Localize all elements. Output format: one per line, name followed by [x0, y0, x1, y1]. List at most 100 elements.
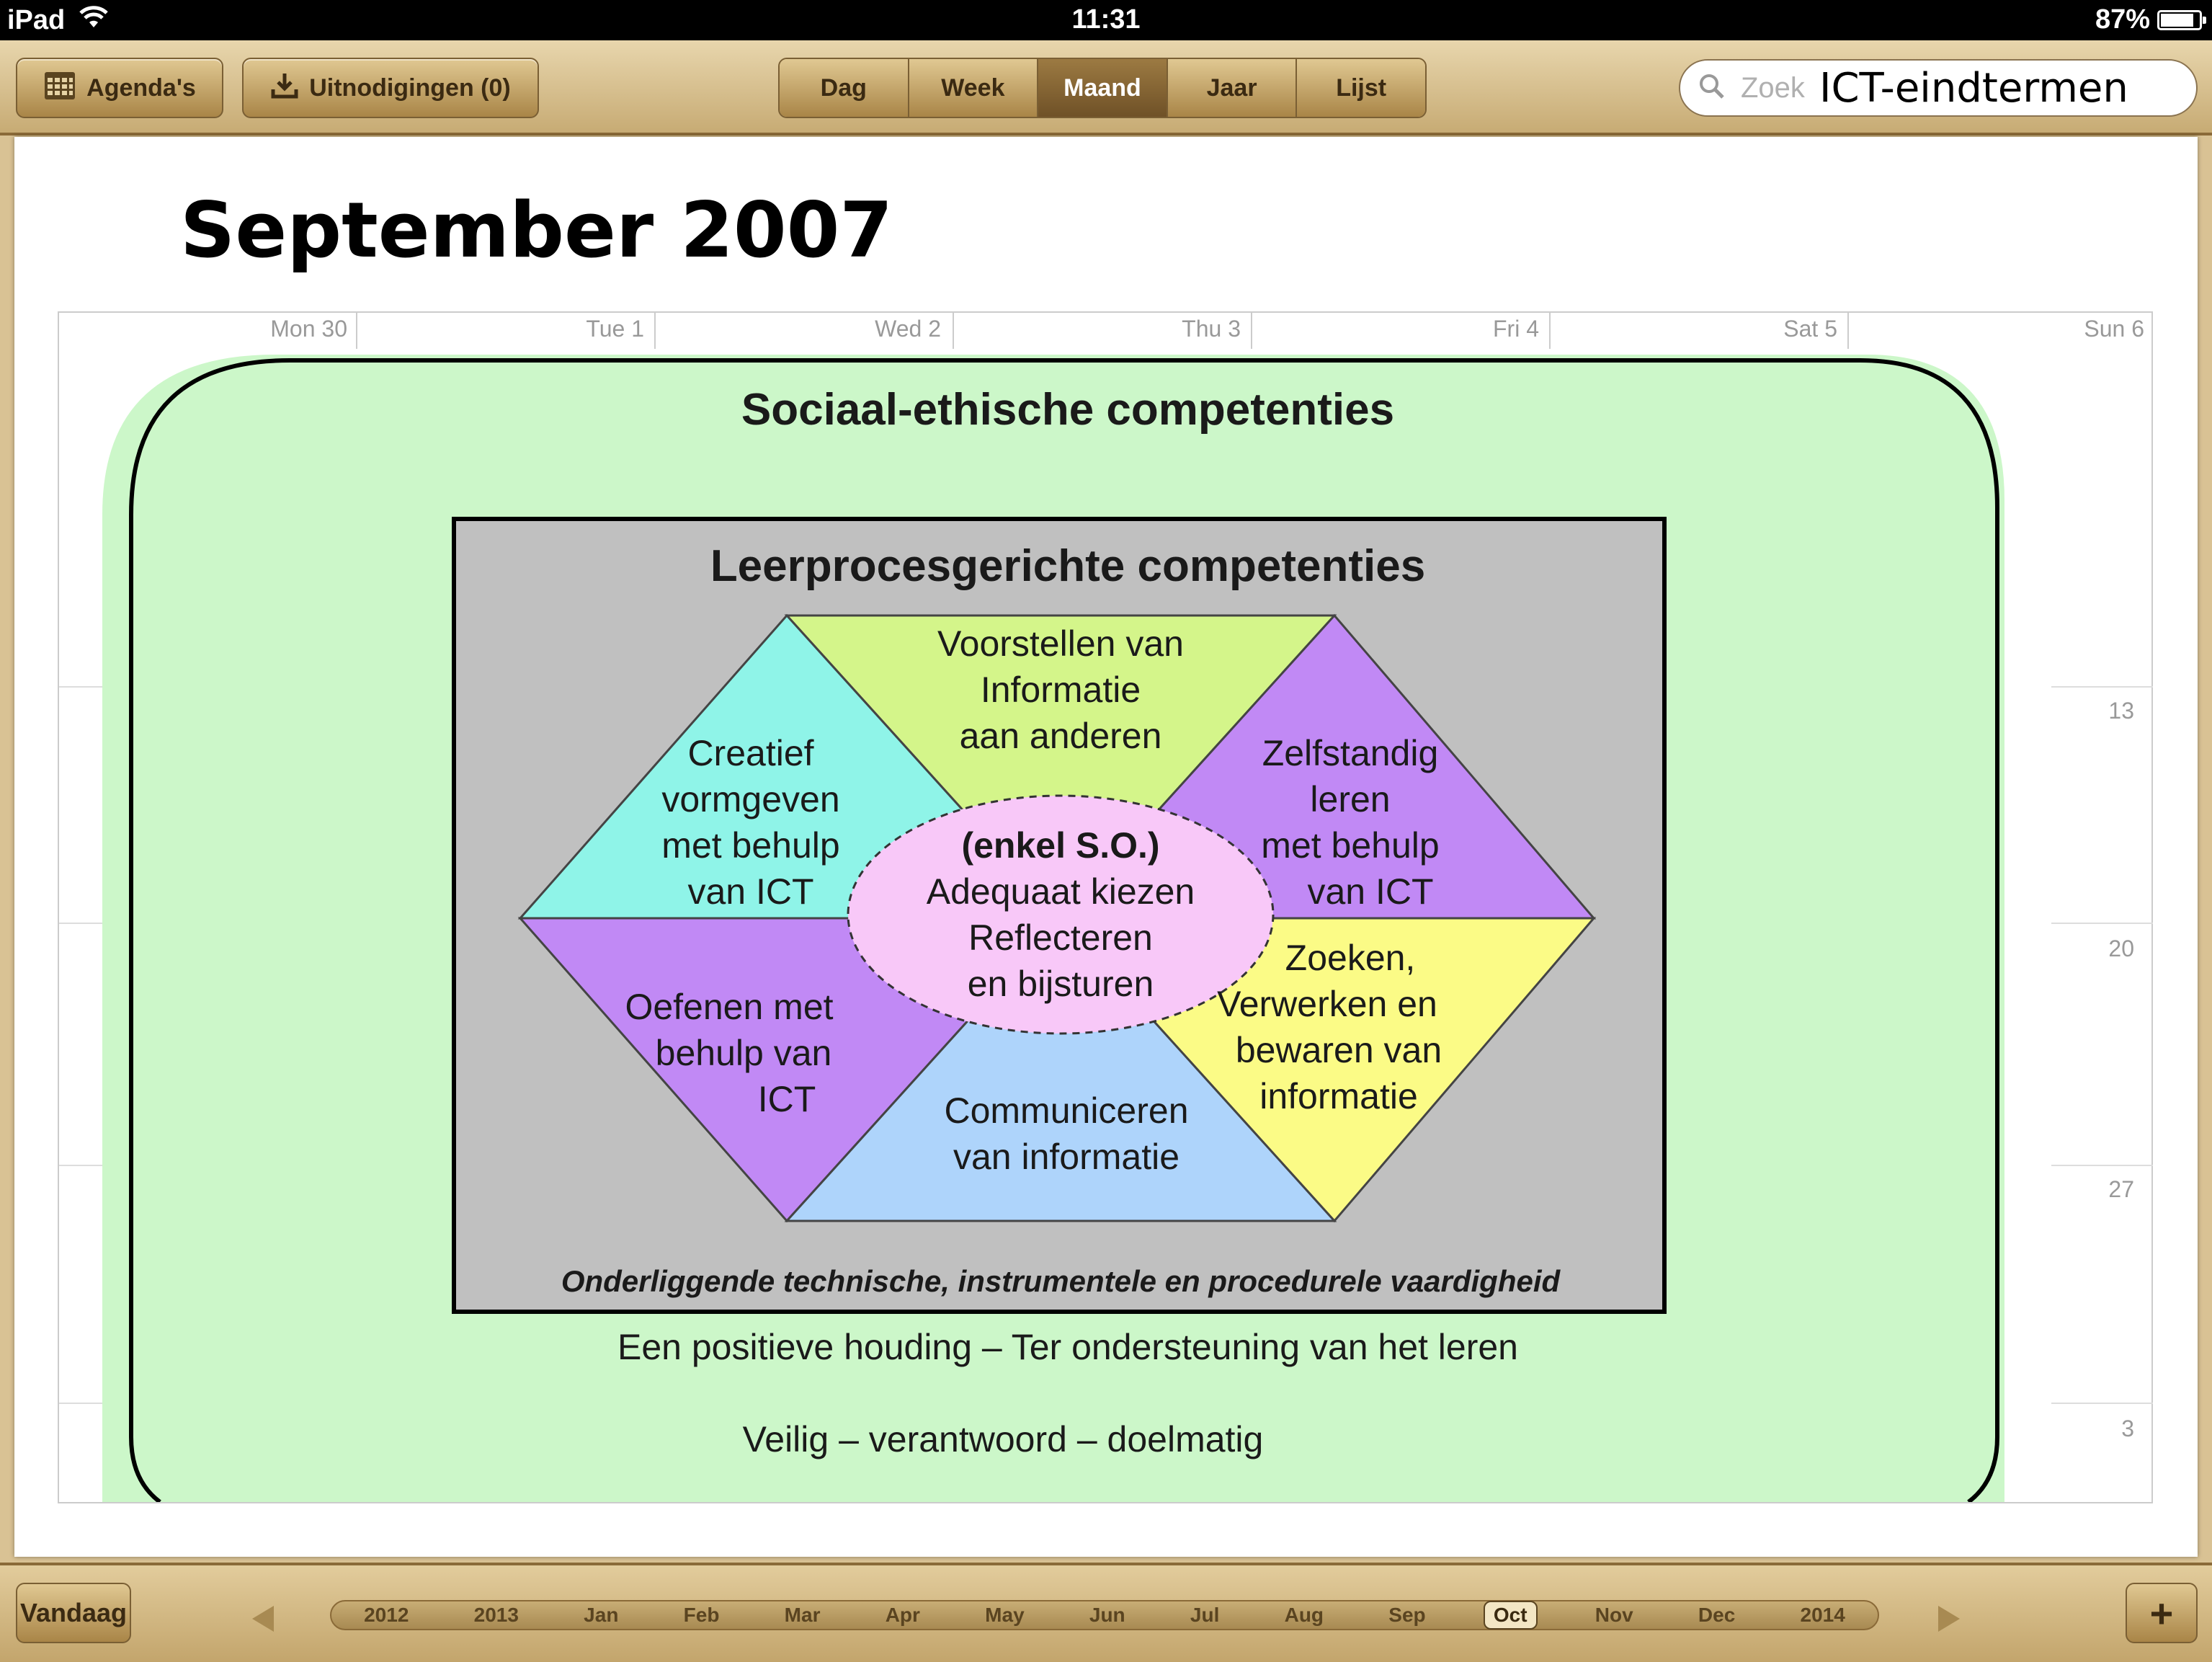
grid-divider — [2009, 1165, 2153, 1166]
tab-list[interactable]: Lijst — [1297, 59, 1425, 117]
grid-divider — [1847, 313, 1849, 349]
add-event-button[interactable]: + — [2126, 1583, 2198, 1643]
battery-percent: 87% — [2095, 4, 2150, 35]
download-tray-icon — [270, 71, 299, 106]
tab-month[interactable]: Maand — [1038, 59, 1168, 117]
segment-text: Voorstellen van — [937, 623, 1184, 664]
month-grid: Mon 30 Tue 1 Wed 2 Thu 3 Fri 4 Sat 5 Sun… — [58, 311, 2153, 1503]
center-text: en bijsturen — [968, 964, 1154, 1004]
grid-divider — [59, 1403, 110, 1404]
grid-divider — [1549, 313, 1551, 349]
timeline-item[interactable]: 2013 — [473, 1604, 519, 1626]
grid-divider — [1251, 313, 1252, 349]
segment-text: behulp van — [656, 1033, 832, 1073]
calendars-button[interactable]: Agenda's — [16, 58, 223, 118]
grid-divider — [59, 923, 110, 924]
timeline-item-current[interactable]: Oct — [1483, 1601, 1538, 1630]
search-field[interactable]: Zoek ICT-eindtermen — [1679, 59, 2198, 117]
day-header: Mon 30 — [270, 316, 347, 342]
today-button[interactable]: Vandaag — [16, 1583, 131, 1643]
segment-text: informatie — [1259, 1076, 1418, 1116]
grid-divider — [2009, 686, 2153, 688]
segment-text: aan anderen — [960, 716, 1162, 756]
tab-year[interactable]: Jaar — [1167, 59, 1298, 117]
grid-divider — [2009, 923, 2153, 924]
next-arrow-icon[interactable] — [1938, 1606, 1960, 1632]
grid-divider — [59, 1165, 110, 1166]
day-number: 3 — [2121, 1416, 2134, 1441]
timeline-scrubber[interactable]: 2012 2013 Jan Feb Mar Apr May Jun Jul Au… — [330, 1600, 1879, 1630]
segment-text: leren — [1310, 779, 1390, 819]
day-header: Fri 4 — [1493, 316, 1539, 342]
segment-text: Oefenen met — [625, 987, 833, 1027]
view-switcher: Dag Week Maand Jaar Lijst — [778, 58, 1427, 118]
month-page: September 2007 Mon 30 Tue 1 Wed 2 Thu 3 … — [14, 137, 2198, 1557]
competencies-diagram: Sociaal-ethische competenties Leerproces… — [102, 349, 2051, 1502]
day-header: Wed 2 — [875, 316, 941, 342]
timeline-item[interactable]: Sep — [1388, 1604, 1426, 1626]
page-title: September 2007 — [180, 186, 893, 275]
invitations-button[interactable]: Uitnodigingen (0) — [242, 58, 539, 118]
attitude-text: Een positieve houding – Ter ondersteunin… — [617, 1327, 1518, 1367]
segment-text: Informatie — [981, 670, 1141, 710]
day-number: 13 — [2108, 698, 2134, 724]
clock: 11:31 — [1071, 4, 1141, 35]
center-text: (enkel S.O.) — [961, 825, 1159, 866]
timeline-item[interactable]: Jun — [1089, 1604, 1125, 1626]
wifi-icon — [78, 4, 110, 36]
timeline-item[interactable]: Nov — [1595, 1604, 1633, 1626]
grid-divider — [356, 313, 357, 349]
center-text: Adequaat kiezen — [927, 871, 1195, 912]
day-header: Sun 6 — [2084, 316, 2144, 342]
grid-divider — [59, 686, 110, 688]
search-icon — [1698, 72, 1726, 105]
day-number: 20 — [2108, 936, 2134, 961]
tab-week[interactable]: Week — [909, 59, 1039, 117]
outer-frame-border — [129, 358, 1999, 1502]
segment-text: bewaren van — [1236, 1030, 1442, 1070]
timeline-item[interactable]: 2012 — [364, 1604, 409, 1626]
segment-text: Zoeken, — [1285, 938, 1416, 978]
timeline-item[interactable]: May — [985, 1604, 1025, 1626]
center-ellipse — [847, 794, 1275, 1035]
timeline-item[interactable]: 2014 — [1800, 1604, 1845, 1626]
segment-text: Communiceren — [944, 1090, 1188, 1131]
segment-text: Zelfstandig — [1262, 733, 1439, 773]
tab-day[interactable]: Dag — [780, 59, 909, 117]
segment-text: ICT — [758, 1079, 816, 1119]
calendar-grid-icon — [43, 69, 76, 107]
segment-text: van informatie — [953, 1137, 1179, 1177]
invitations-label: Uitnodigingen (0) — [309, 74, 511, 102]
segment-text: van ICT — [1307, 871, 1433, 912]
underlying-skills-text: Onderliggende technische, instrumentele … — [561, 1264, 1561, 1298]
day-header: Thu 3 — [1182, 316, 1241, 342]
day-number: 27 — [2108, 1176, 2134, 1202]
timeline-item[interactable]: Feb — [683, 1604, 720, 1626]
segment-text: vormgeven — [661, 779, 839, 819]
outer-title: Sociaal-ethische competenties — [741, 385, 1394, 435]
bottom-bar: Vandaag 2012 2013 Jan Feb Mar Apr May Ju… — [0, 1563, 2212, 1662]
timeline-item[interactable]: Jan — [584, 1604, 619, 1626]
safety-text: Veilig – verantwoord – doelmatig — [743, 1419, 1264, 1459]
inner-title: Leerprocesgerichte competenties — [710, 541, 1425, 591]
day-header: Tue 1 — [586, 316, 644, 342]
segment-text: met behulp — [1261, 825, 1439, 866]
timeline-item[interactable]: Mar — [784, 1604, 821, 1626]
calendars-label: Agenda's — [86, 74, 196, 102]
segment-text: Verwerken en — [1217, 984, 1437, 1024]
timeline-item[interactable]: Jul — [1190, 1604, 1220, 1626]
status-bar: iPad 11:31 87% — [0, 0, 2212, 40]
grid-divider — [2009, 1403, 2153, 1404]
timeline-item[interactable]: Dec — [1698, 1604, 1736, 1626]
timeline-item[interactable]: Apr — [885, 1604, 920, 1626]
segment-text: van ICT — [687, 871, 813, 912]
search-value: ICT-eindtermen — [1819, 64, 2128, 112]
device-name: iPad — [7, 4, 66, 35]
segment-text: met behulp — [661, 825, 839, 866]
search-placeholder: Zoek — [1741, 71, 1805, 104]
prev-arrow-icon[interactable] — [252, 1606, 274, 1632]
segment-communicating — [784, 916, 1337, 1222]
timeline-item[interactable]: Aug — [1284, 1604, 1324, 1626]
grid-divider — [953, 313, 954, 349]
center-text: Reflecteren — [968, 917, 1153, 958]
